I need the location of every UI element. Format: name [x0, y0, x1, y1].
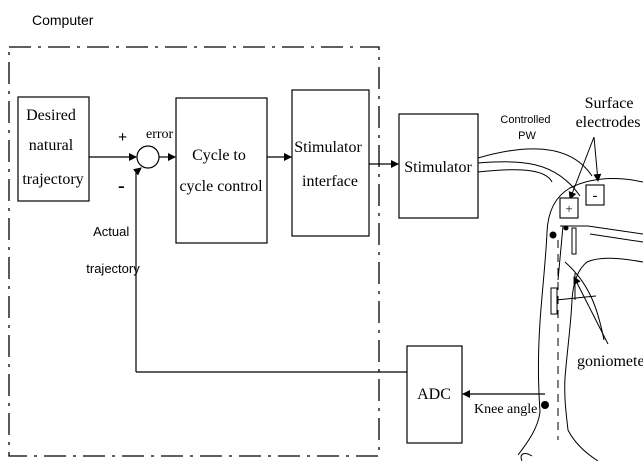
ankle-dot: [541, 401, 549, 409]
summing-minus: -: [118, 175, 125, 197]
electrode-plus-sign: +: [565, 201, 572, 216]
goniometer-label: goniometer: [577, 353, 643, 370]
knee-dot: [563, 225, 569, 231]
actual-trajectory-line-1: Actual: [93, 224, 129, 239]
actual-trajectory-line-2: trajectory: [86, 261, 140, 276]
adc-block: ADC: [406, 345, 463, 444]
cycle-control-block: Cycle to cycle control: [175, 97, 268, 244]
feedback-path: [133, 167, 407, 373]
cycle-control-line-1: Cycle to: [192, 147, 246, 164]
desired-line-1: Desired: [26, 107, 76, 124]
svg-text:Stimulator interface: Stimulator interface: [294, 139, 366, 190]
electrode-minus: -: [585, 184, 605, 206]
svg-text:Actual trajectory: Actual trajectory: [86, 224, 140, 276]
electrode-minus-sign: -: [593, 188, 598, 204]
stimulator-interface-line-1: Stimulator: [294, 139, 362, 156]
summing-junction: [136, 145, 160, 169]
electrode-plus: +: [559, 197, 579, 219]
desired-trajectory-block: Desired natural trajectory: [17, 96, 90, 202]
knee-angle-label: Knee angle: [474, 402, 537, 417]
stimulator-interface-line-2: interface: [302, 173, 358, 190]
svg-text:Controlled PW: Controlled PW: [500, 114, 553, 142]
stimulator-label: Stimulator: [404, 159, 472, 176]
leg-joint-dot: [549, 231, 557, 239]
goniometer-pointer: [573, 276, 609, 345]
adc-label: ADC: [417, 386, 451, 403]
svg-text:Desired natural tr: Desired natural trajectory: [22, 107, 83, 188]
controlled-pw-line-1: Controlled: [500, 114, 550, 126]
desired-line-2: natural: [29, 137, 74, 154]
svg-text:Cycle to cycle control: Cycle to cycle control: [179, 147, 263, 195]
forward-path: [89, 153, 399, 168]
stimulator-interface-block: Stimulator interface: [291, 89, 370, 237]
stimulation-leads: [477, 148, 593, 197]
computer-boundary: [8, 46, 380, 457]
computer-label: Computer: [32, 12, 94, 28]
surface-electrodes-line-2: electrodes: [576, 114, 641, 131]
cycle-control-line-2: cycle control: [179, 178, 263, 195]
error-label: error: [146, 127, 174, 142]
leg-illustration: [517, 178, 643, 461]
controlled-pw-line-2: PW: [518, 130, 536, 142]
svg-text:Surface electrodes: Surface electrodes: [576, 95, 641, 131]
summing-plus: +: [118, 129, 127, 146]
desired-line-3: trajectory: [22, 171, 83, 188]
electrode-pointers: [568, 136, 602, 200]
stimulator-block: Stimulator: [398, 113, 479, 219]
surface-electrodes-line-1: Surface: [585, 95, 634, 112]
